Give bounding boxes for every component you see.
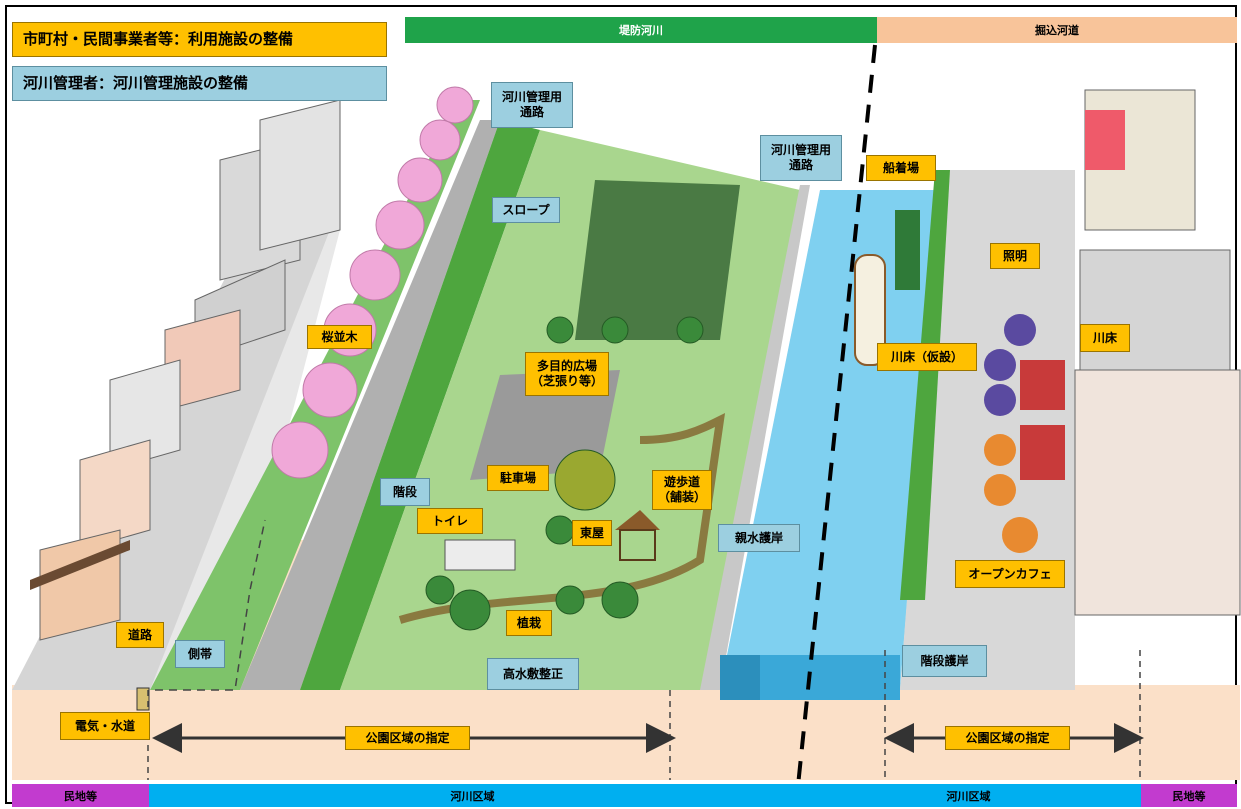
sidewalk [150, 230, 340, 690]
band-river-zone-right: 河川区域 [796, 784, 1141, 807]
label-side-strip: 側帯 [175, 640, 225, 668]
label-stepped-revetment: 階段護岸 [902, 645, 987, 677]
legend-municipal: 市町村・民間事業者等：利用施設の整備 [12, 22, 387, 57]
landing-pier [895, 210, 920, 290]
label-mgmt-road-2: 河川管理用 通路 [760, 135, 842, 181]
band-river-zone-left: 河川区域 [149, 784, 796, 807]
cherry-trees [271, 86, 474, 479]
band-private-right: 民地等 [1141, 784, 1237, 807]
label-cherry-trees: 桜並木 [307, 325, 372, 349]
right-buildings [1074, 89, 1241, 616]
park-trees [425, 316, 704, 631]
gazebo-roof [615, 510, 660, 530]
embankment-slope [300, 120, 540, 690]
multipurpose-field [575, 180, 740, 340]
embankment-path [240, 120, 500, 690]
label-promenade: 遊歩道 （舗装） [652, 470, 712, 510]
label-multipurpose-plaza: 多目的広場 （芝張り等） [525, 352, 609, 396]
tour-boat [854, 254, 886, 366]
label-lighting: 照明 [990, 243, 1040, 269]
label-park-designation-right: 公園区域の指定 [945, 726, 1070, 750]
label-park-designation-left: 公園区域の指定 [345, 726, 470, 750]
revetment-left [700, 185, 810, 690]
label-mgmt-road-1: 河川管理用 通路 [491, 82, 573, 128]
label-hydrophilic-revetment: 親水護岸 [718, 524, 800, 552]
legend-river-admin: 河川管理者：河川管理施設の整備 [12, 66, 387, 101]
label-high-water-bed: 高水敷整正 [487, 658, 579, 690]
band-excavated-channel: 掘込河道 [877, 17, 1237, 43]
toilet-building [444, 539, 516, 571]
label-gazebo: 東屋 [572, 520, 612, 546]
label-toilet: トイレ [417, 508, 483, 534]
label-riverbed-deck-temp: 川床（仮設） [877, 343, 977, 371]
cafe-awning-1 [1020, 360, 1065, 410]
label-riverbed-deck: 川床 [1080, 324, 1130, 352]
label-open-cafe: オープンカフェ [955, 560, 1065, 588]
utility-box [136, 687, 150, 711]
band-embankment-river: 堤防河川 [405, 17, 877, 43]
cafe-awning-2 [1020, 425, 1065, 480]
cafe-parasols [984, 314, 1038, 553]
band-private-left: 民地等 [12, 784, 149, 807]
label-road: 道路 [116, 622, 164, 648]
label-slope: スロープ [492, 197, 560, 223]
label-utilities: 電気・水道 [60, 712, 150, 740]
label-parking: 駐車場 [487, 465, 549, 491]
left-buildings [30, 99, 341, 641]
label-stairs: 階段 [380, 478, 430, 506]
label-planting: 植栽 [506, 610, 552, 636]
zone-boundary-dashed [794, 44, 877, 806]
right-bank-wall-green [900, 170, 950, 600]
label-landing: 船着場 [866, 155, 936, 181]
